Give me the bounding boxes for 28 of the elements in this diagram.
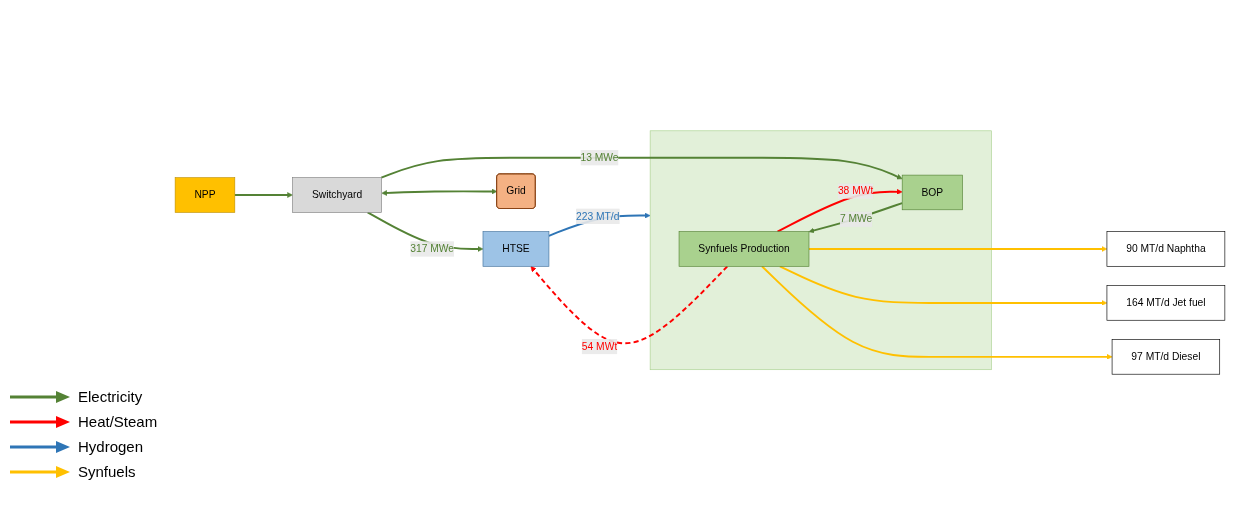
node-box: NPP [174,177,236,213]
edge-label: 13 MWe [580,151,619,163]
arrow [808,202,904,234]
arrow [776,189,903,233]
edge-label: 7 MWe [839,213,873,225]
node-box: Synfuels Production [678,231,810,267]
legend-text: Hydrogen [78,438,144,455]
cluster [649,130,992,371]
arrow [381,188,498,196]
edge-label: 38 MWt [837,185,874,197]
arrow [808,246,1108,252]
node-box: Switchyard [292,177,382,213]
arrow [760,265,1113,360]
arrow [233,192,293,198]
arrow [380,156,903,180]
legend-text: Electricity [78,388,143,405]
node-box: 97 MT/d Diesel [1111,339,1221,375]
edge-label: 54 MWt [581,340,618,352]
arrow [778,265,1108,306]
node-box: HTSE [482,231,550,267]
node-box: 164 MT/d Jet fuel [1106,285,1226,321]
legend-text: Synfuels [78,463,136,480]
legend-text: Heat/Steam [78,413,158,430]
node-box: BOP [901,174,963,211]
edge-label: 223 MT/d [576,210,620,222]
edge-label: 317 MWe [410,243,455,255]
node-box: 90 MT/d Naphtha [1106,231,1226,267]
arrow [530,265,729,345]
